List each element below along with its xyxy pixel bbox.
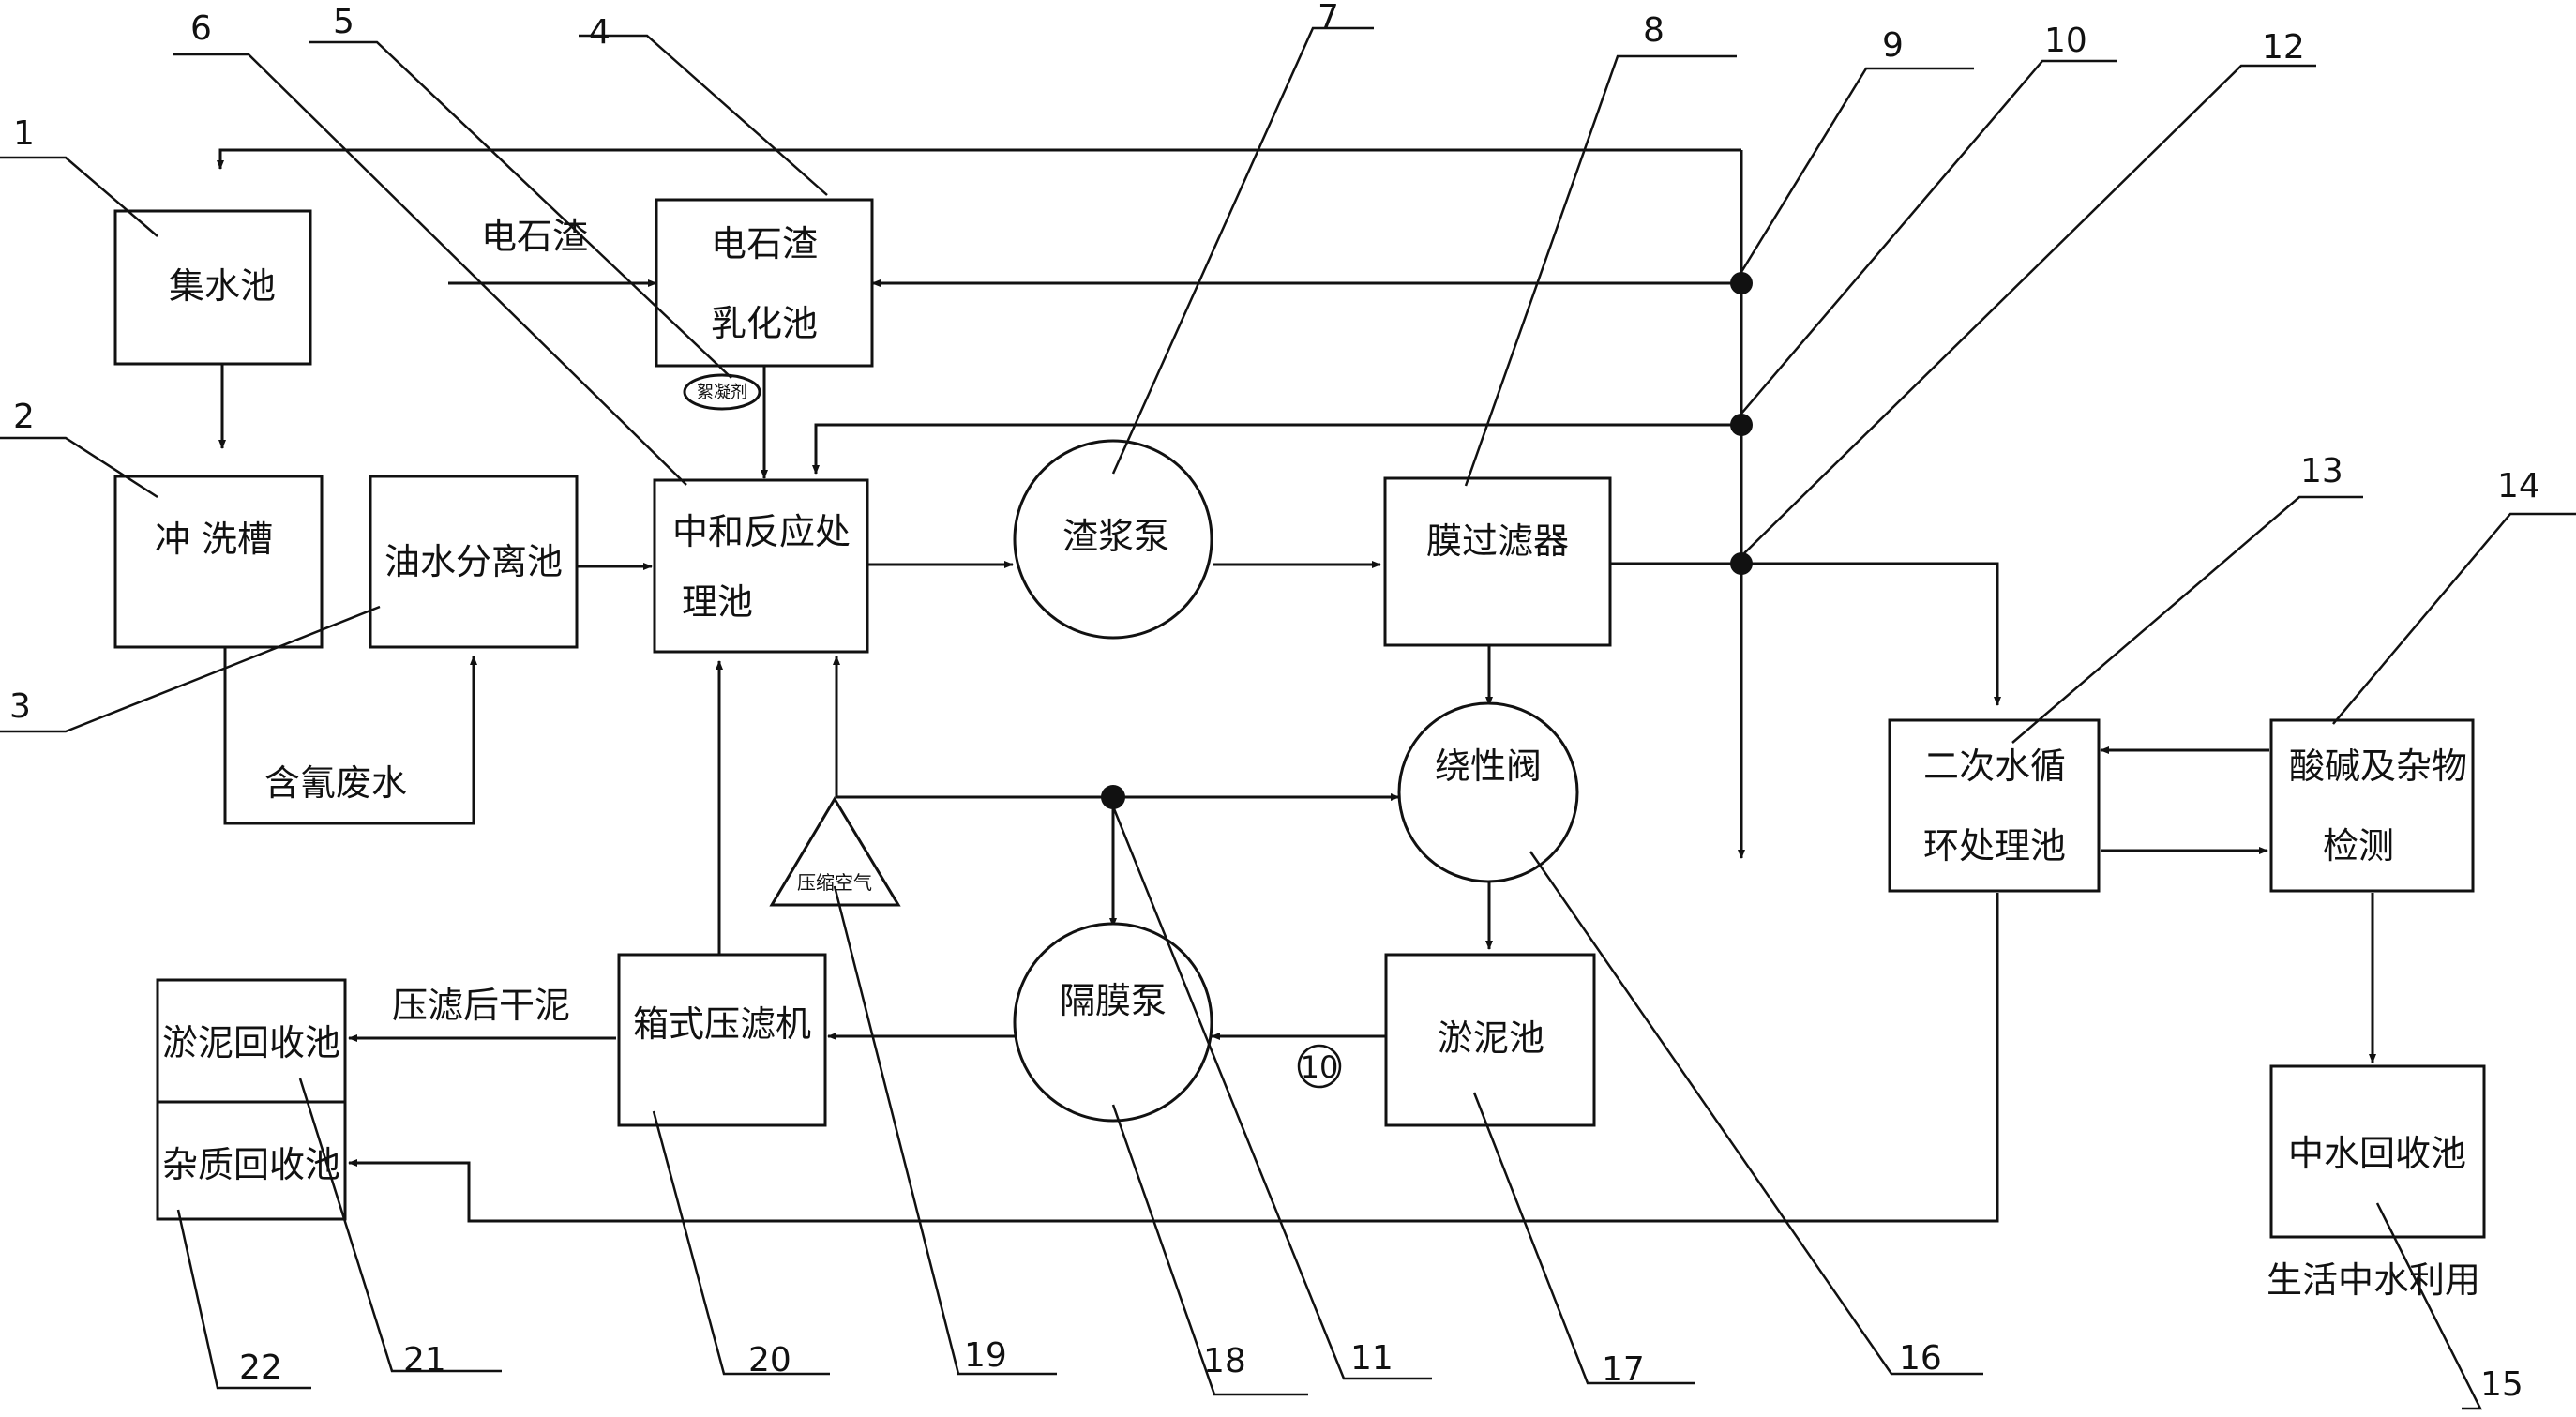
callout-6: 6: [190, 9, 212, 48]
callout-4: 4: [589, 13, 610, 52]
callout-19: 19: [964, 1336, 1007, 1375]
label-secondary-line2: 环处理池: [1923, 825, 2066, 867]
label-flexible-valve: 绕性阀: [1435, 746, 1542, 787]
edge-label-dry-sludge: 压滤后干泥: [392, 985, 570, 1026]
box-wash-tank: 冲 洗槽: [113, 475, 324, 649]
box-sludge-pool: 淤泥池: [1384, 953, 1596, 1127]
callout-2: 2: [13, 398, 35, 436]
box-filter-press: 箱式压滤机: [617, 953, 827, 1127]
label-neutralization-line1: 中和反应处: [672, 511, 851, 552]
callout-21: 21: [403, 1341, 446, 1379]
label-circled-ten: 10: [1301, 1049, 1339, 1085]
callout-16: 16: [1899, 1339, 1942, 1378]
label-impurity-recovery: 杂质回收池: [162, 1144, 340, 1185]
line-membrane-to-secondary: [1611, 562, 2001, 706]
label-emulsification-line1: 电石渣: [711, 223, 818, 264]
box-secondary-treatment: 二次水循 环处理池: [1888, 718, 2101, 893]
callout-8: 8: [1643, 11, 1665, 50]
edge-label-reuse: 生活中水利用: [2267, 1259, 2480, 1301]
line-return-to-collecting-pool: [217, 148, 1741, 170]
callout-14: 14: [2497, 467, 2540, 505]
line-node10-to-neutral: [812, 423, 1741, 475]
callout-1: 1: [13, 114, 35, 153]
callout-9: 9: [1882, 26, 1904, 65]
box-emulsification-pool: 电石渣 乳化池: [655, 198, 874, 368]
line-secondary-to-impurity: [348, 893, 1999, 1223]
label-emulsification-line2: 乳化池: [711, 303, 818, 344]
callout-10: 10: [2044, 22, 2087, 60]
label-flocculant: 絮凝剂: [697, 383, 747, 402]
box-membrane-filter: 膜过滤器: [1383, 476, 1612, 647]
label-diaphragm-pump: 隔膜泵: [1060, 980, 1167, 1021]
callout-11: 11: [1350, 1339, 1393, 1378]
circle-slurry-pump: 渣浆泵: [1013, 439, 1213, 640]
label-oil-water-separator: 油水分离池: [384, 541, 563, 582]
junction-10: [1730, 414, 1753, 436]
callout-13: 13: [2300, 452, 2343, 490]
callout-numbers: 1 2 3 4 5 6 7 8 9 10 12 13 14 15 16 17 1…: [9, 0, 2540, 1404]
circled-ten: 10: [1297, 1044, 1342, 1089]
label-filter-press: 箱式压滤机: [633, 1003, 811, 1045]
callout-20: 20: [748, 1341, 791, 1379]
edge-label-cyanide-wastewater: 含氰废水: [264, 762, 407, 804]
circle-flexible-valve: 绕性阀: [1397, 701, 1579, 883]
label-sludge-recovery: 淤泥回收池: [162, 1022, 340, 1063]
box-detection: 酸碱及杂物 检测: [2269, 718, 2475, 893]
label-slurry-pump: 渣浆泵: [1062, 516, 1169, 557]
box-reclaimed-water-pool: 中水回收池: [2269, 1064, 2486, 1239]
label-membrane-filter: 膜过滤器: [1426, 520, 1569, 562]
callout-17: 17: [1602, 1350, 1645, 1389]
label-detection-line1: 酸碱及杂物: [2289, 746, 2467, 787]
callout-22: 22: [239, 1349, 282, 1387]
callout-15: 15: [2480, 1365, 2523, 1404]
box-collecting-pool: 集水池: [113, 209, 312, 366]
label-neutralization-line2: 理池: [682, 581, 753, 623]
callout-7: 7: [1318, 0, 1339, 37]
label-detection-line2: 检测: [2323, 825, 2394, 867]
label-reclaimed-water-pool: 中水回收池: [2288, 1133, 2466, 1174]
junction-9: [1730, 272, 1753, 294]
callout-12: 12: [2262, 28, 2305, 67]
line-cyanide-loop: [223, 647, 477, 825]
flocculant-oval: 絮凝剂: [683, 373, 761, 411]
callout-leaders: [0, 26, 2576, 1410]
box-recovery-pools: 淤泥回收池 杂质回收池: [156, 978, 347, 1221]
callout-3: 3: [9, 687, 31, 726]
edge-label-carbide-slag: 电石渣: [481, 216, 588, 257]
label-wash-tank: 冲 洗槽: [155, 519, 273, 560]
circle-diaphragm-pump: 隔膜泵: [1013, 922, 1213, 1123]
callout-18: 18: [1203, 1342, 1246, 1380]
compressed-air-triangle: 压缩空气: [769, 796, 901, 907]
box-neutralization-pool: 中和反应处 理池: [653, 478, 869, 654]
label-sludge-pool: 淤泥池: [1438, 1018, 1544, 1059]
label-collecting-pool: 集水池: [169, 265, 276, 307]
junction-12: [1730, 552, 1753, 575]
flow-lines: [217, 148, 2376, 1223]
box-oil-water-separator: 油水分离池: [369, 475, 579, 649]
callout-5: 5: [333, 3, 354, 41]
junction-11: [1101, 785, 1125, 809]
label-secondary-line1: 二次水循: [1923, 746, 2066, 787]
